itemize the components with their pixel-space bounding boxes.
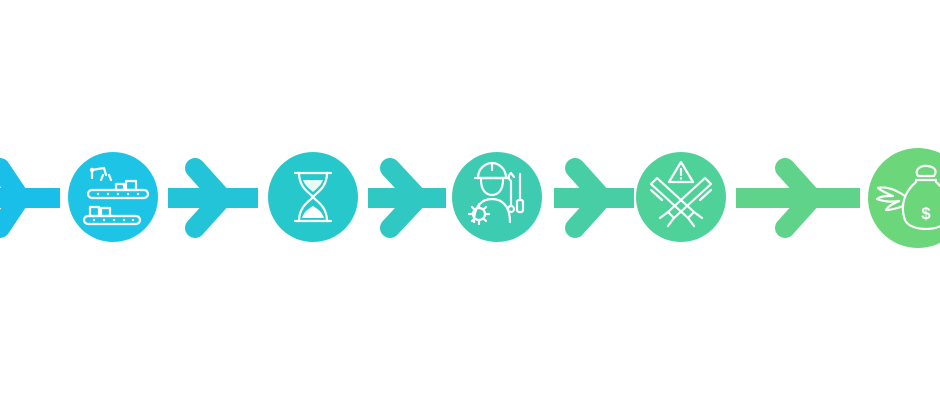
step-4 — [636, 152, 726, 242]
arrow-right-icon — [185, 158, 232, 238]
conveyor-belt-robot-arm-icon — [82, 166, 150, 226]
engineer-with-tools-icon — [467, 161, 525, 226]
step-3 — [452, 152, 542, 242]
crossed-arms-warning-icon — [649, 160, 713, 228]
arrow-connector-1 — [168, 158, 258, 238]
arrow-right-icon — [0, 158, 30, 238]
step-5: $ — [868, 148, 940, 248]
arrow-shaft — [736, 188, 860, 208]
arrow-right-icon — [380, 158, 428, 238]
step-2 — [268, 152, 358, 242]
step-circle — [452, 152, 542, 242]
arrow-connector-2 — [368, 158, 446, 238]
steps: $ — [68, 148, 940, 248]
arrow-connector-4 — [736, 158, 860, 238]
hourglass-icon — [293, 171, 333, 223]
step-1 — [68, 152, 158, 242]
arrow-connector-0 — [0, 158, 60, 238]
flying-money-bag-icon: $ — [875, 164, 940, 231]
arrow-right-icon — [775, 158, 822, 238]
arrow-right-icon — [565, 158, 612, 238]
arrow-connector-3 — [554, 158, 634, 238]
svg-text:$: $ — [921, 204, 931, 223]
connectors — [0, 158, 860, 238]
step-circle — [636, 152, 726, 242]
